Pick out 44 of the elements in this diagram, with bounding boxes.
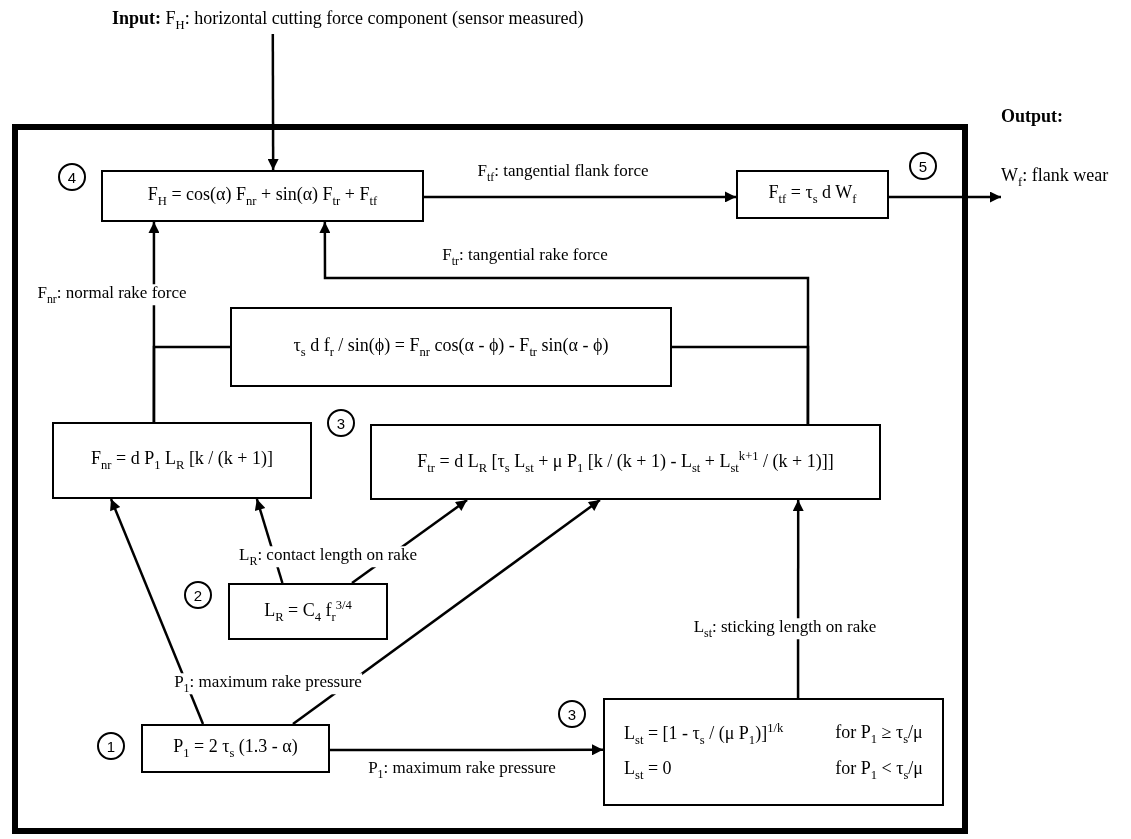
step-number: 2	[184, 581, 212, 609]
arrow	[889, 191, 1001, 203]
connector-line	[672, 345, 810, 424]
equation-box	[736, 170, 889, 219]
equation-text: for P$_{1}$ < τ$_{s}$/μ	[834, 758, 924, 783]
edge-label: P$_{1}$: maximum rake pressure	[174, 673, 362, 695]
equation-text: for P$_{1}$ ≥ τ$_{s}$/μ	[834, 722, 924, 747]
equation-box	[101, 170, 424, 222]
io-label: Input: F$_{H}$: horizontal cutting force component (sensor measured)	[112, 8, 584, 33]
equation-text: F$_{H}$ = cos(α) F$_{nr}$ + sin(α) F$_{tr}$ + F$_{tf}$	[146, 183, 379, 209]
arrow	[109, 498, 205, 725]
equation-box	[141, 724, 330, 773]
edge-label: F$_{nr}$: normal rake force	[37, 284, 187, 306]
connector-line	[152, 345, 230, 422]
io-label: W$_{f}$: flank wear	[1001, 165, 1109, 190]
edge-label: L$_{st}$: sticking length on rake	[693, 618, 877, 640]
arrow	[424, 191, 736, 203]
arrow	[792, 500, 804, 698]
equation-text: P$_{1}$ = 2 τ$_{s}$ (1.3 - α)	[172, 736, 299, 761]
equation-box	[603, 698, 944, 806]
edge-label: F$_{tr}$: tangential rake force	[442, 246, 608, 268]
edge-label: P$_{1}$: maximum rake pressure	[368, 759, 556, 781]
step-number: 1	[97, 732, 125, 760]
equation-text: F$_{tr}$ = d L$_{R}$ [τ$_{s}$ L$_{st}$ + μ P$_{1}$ [k / (k + 1) - L$_{st}$ + L$_{st}$$^{k+1}$ / (k + 1)]]	[416, 448, 835, 476]
equation-box	[370, 424, 881, 500]
equation-text: L$_{st}$ = 0	[623, 758, 673, 783]
edge-label: F$_{tf}$: tangential flank force	[477, 162, 649, 184]
edge-label: L$_{R}$: contact length on rake	[239, 546, 417, 568]
arrow	[267, 34, 279, 170]
equation-text: τ$_{s}$ d f$_{r}$ / sin(ϕ) = F$_{nr}$ cos(α - ϕ) - F$_{tr}$ sin(α - ϕ)	[292, 334, 610, 360]
equation-box	[228, 583, 388, 640]
equation-box	[230, 307, 672, 387]
system-frame	[12, 124, 968, 834]
equation-text: F$_{tf}$ = τ$_{s}$ d W$_{f}$	[767, 182, 858, 207]
step-number: 5	[909, 152, 937, 180]
arrow	[330, 744, 603, 756]
step-number: 4	[58, 163, 86, 191]
arrow	[292, 499, 601, 725]
equation-text: F$_{nr}$ = d P$_{1}$ L$_{R}$ [k / (k + 1)]	[90, 448, 274, 473]
step-number: 3	[327, 409, 355, 437]
equation-text: L$_{st}$ = [1 - τ$_{s}$ / (μ P$_{1}$)]$^{1/k}$	[623, 721, 785, 748]
step-number: 3	[558, 700, 586, 728]
equation-box	[52, 422, 312, 499]
io-label: Output:	[1001, 106, 1063, 127]
